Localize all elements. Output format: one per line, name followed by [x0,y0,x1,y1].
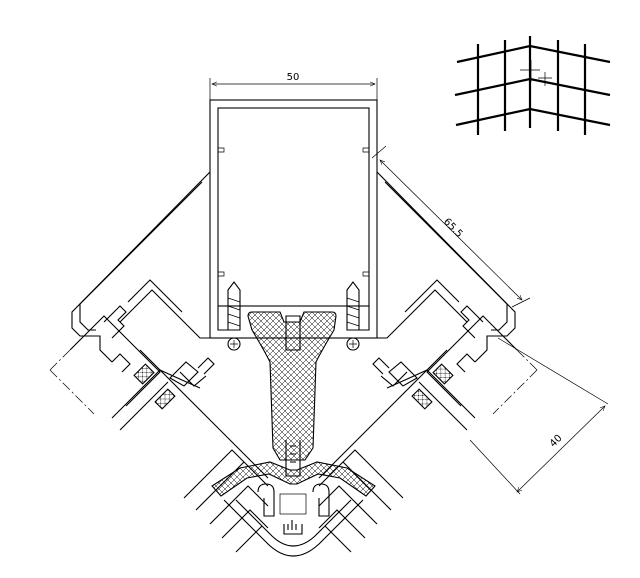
dimension-right: 40 [469,337,609,495]
right-gasket [372,357,454,410]
thermal-spacer [247,311,337,461]
right-frame-wing [376,171,516,389]
pressure-plate [211,440,376,497]
dimension-diagonal-label: 65.5 [441,216,465,240]
left-gasket [133,357,215,410]
mullion-box-profile [209,99,378,339]
cover-cap [223,483,364,557]
dimension-top-label: 50 [287,72,300,83]
screw-right [346,281,360,351]
right-glazing [318,315,538,553]
dimension-right-label: 40 [548,433,565,450]
screw-left [227,281,241,351]
dimension-top: 50 [209,72,378,100]
key-plan-icon [454,36,611,135]
dimension-diagonal: 65.5 [371,145,531,308]
left-glazing [49,315,269,553]
left-frame-wing [71,171,211,389]
